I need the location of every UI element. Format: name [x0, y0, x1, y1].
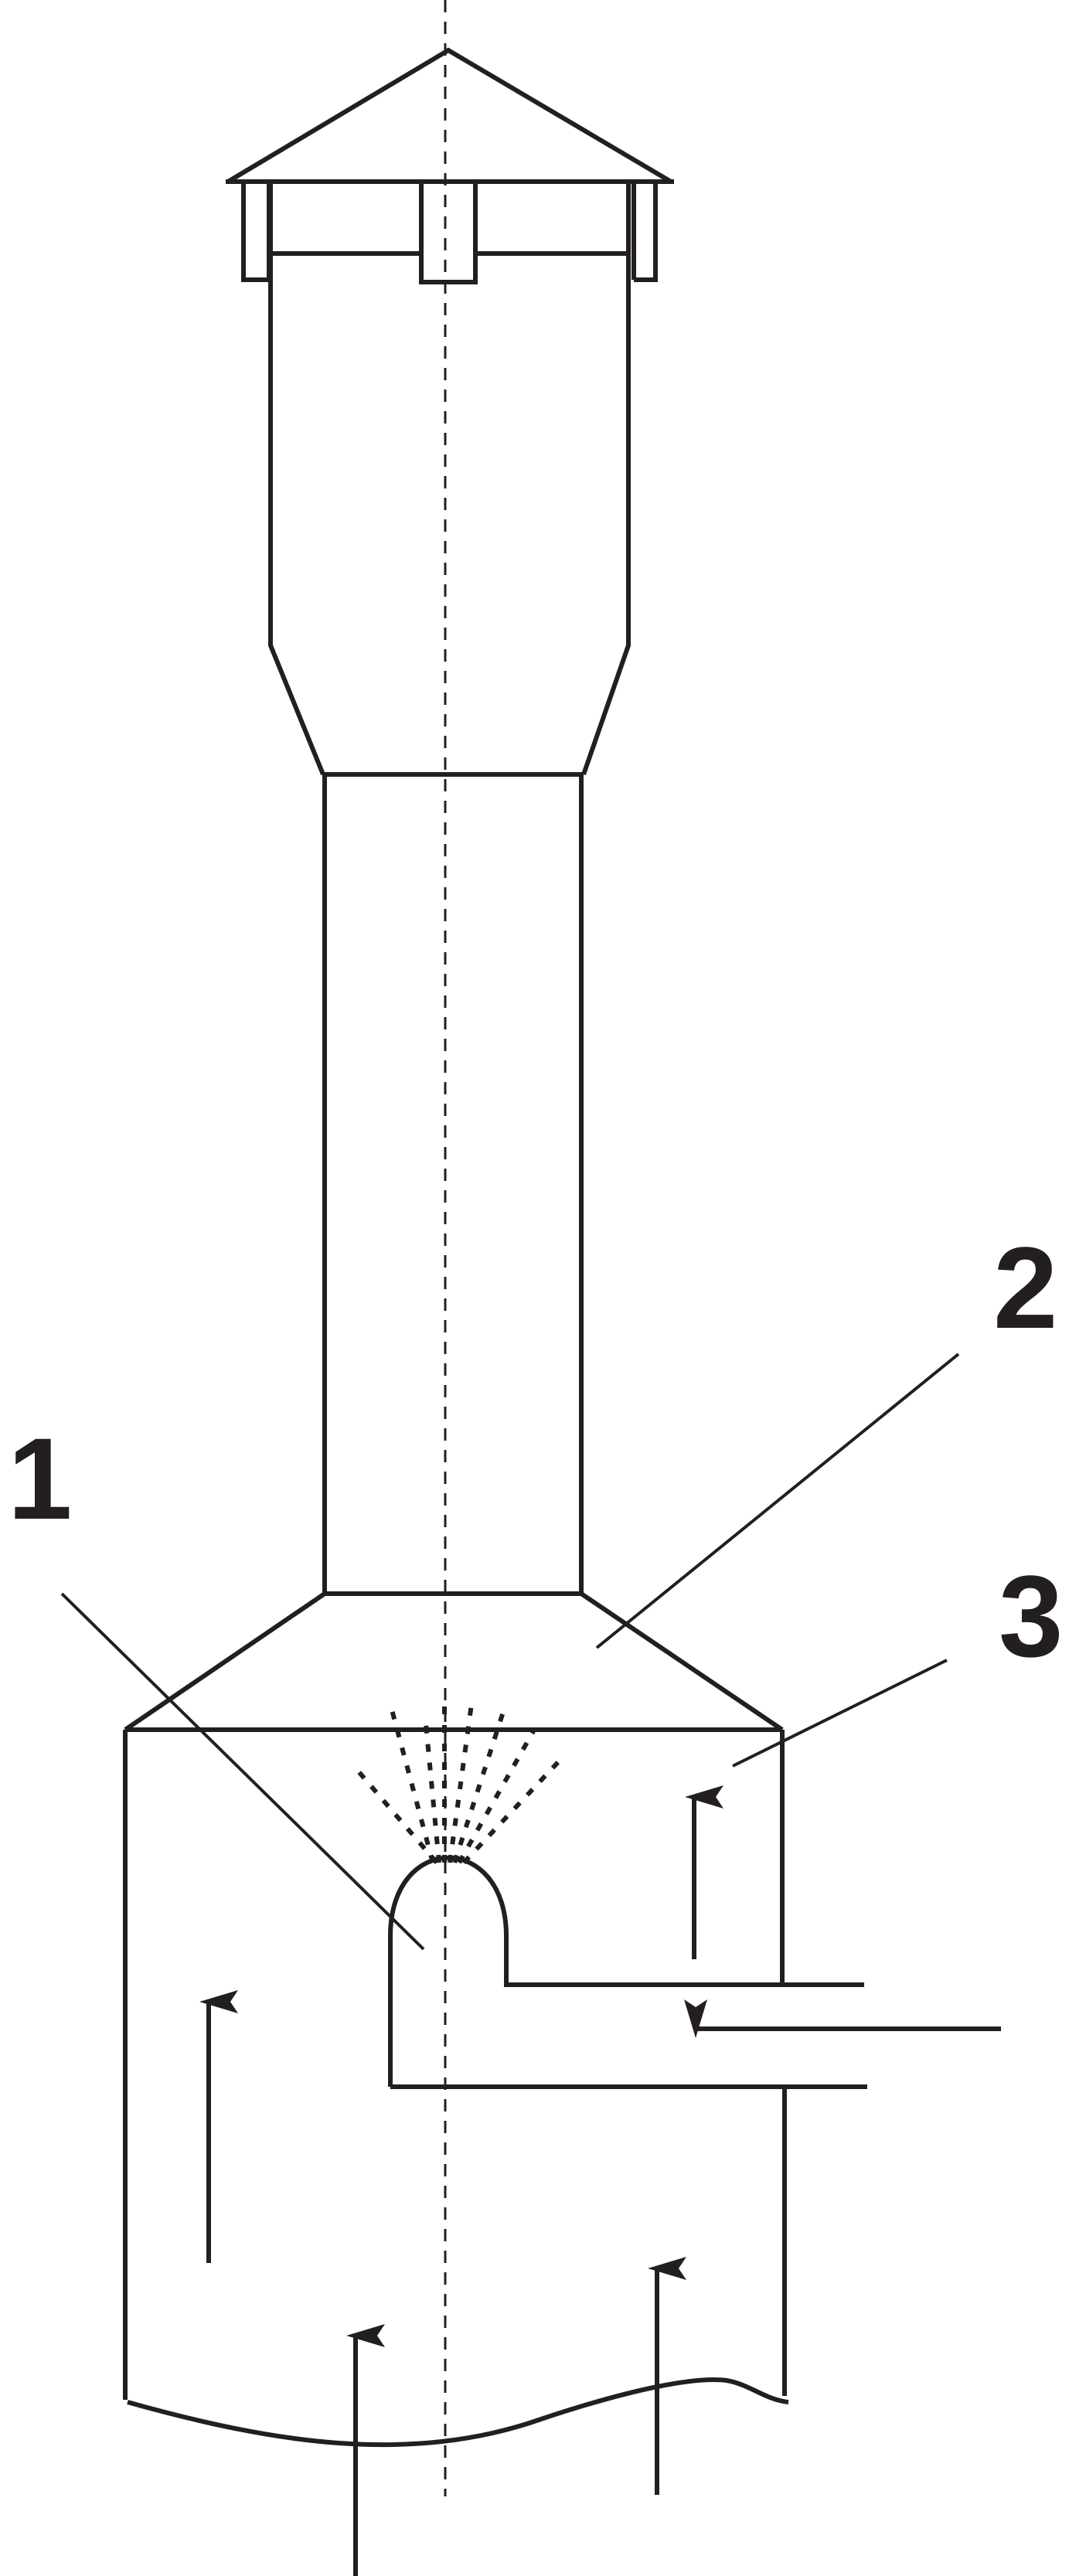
- callout-label-3: 3: [999, 1551, 1063, 1681]
- flow-arrows: [199, 1785, 1001, 2576]
- leader-line-3: [732, 1659, 948, 1768]
- roof-cap: [226, 47, 672, 184]
- leader-line-2: [595, 1353, 960, 1649]
- housing-broken-bottom: [127, 2377, 789, 2448]
- callout-label-1: 1: [8, 1414, 72, 1543]
- upper-chamber-left-wall: [268, 182, 325, 776]
- hood-left: [124, 1591, 326, 1732]
- spray-nozzle: [388, 1855, 864, 2087]
- hood-right: [580, 1591, 784, 1732]
- spray-pattern: [355, 1703, 560, 1865]
- leader-line-1: [60, 1592, 425, 1951]
- callout-label-2: 2: [993, 1223, 1057, 1353]
- cap-supports: [241, 182, 658, 284]
- upper-chamber-right-wall: [581, 182, 631, 775]
